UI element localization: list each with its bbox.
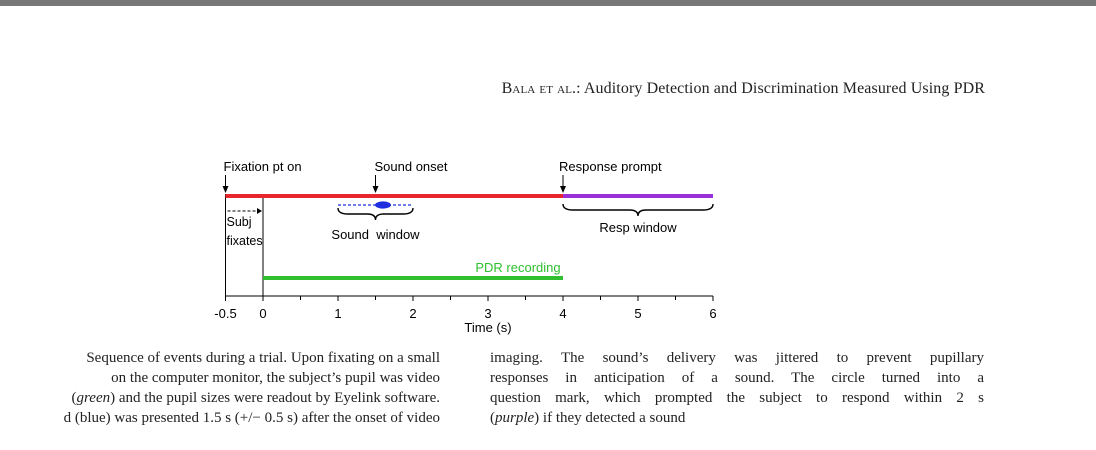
header-authors: Bala et al. [501, 80, 577, 97]
header-title: : Auditory Detection and Discrimination … [576, 80, 985, 97]
top-border-bar [0, 0, 1096, 6]
caption-right-line: question mark, which prompted the subjec… [490, 390, 984, 406]
event-arrowhead [372, 186, 379, 193]
sound-window-label: Sound window [331, 227, 420, 242]
x-tick-label: 6 [709, 306, 716, 321]
x-tick-label: 1 [334, 306, 341, 321]
x-tick-label: -0.5 [214, 306, 236, 321]
resp-window-label: Resp window [599, 220, 677, 235]
response-prompt-label: Response prompt [559, 159, 662, 174]
sound-window-brace [337, 207, 414, 221]
caption-left-column: Sequence of events during a trial. Upon … [0, 348, 440, 428]
caption-right-line: responses in anticipation of a sound. Th… [490, 370, 984, 386]
resp-window-brace [562, 203, 714, 217]
subj-label: Subj [227, 215, 252, 229]
event-arrowhead [560, 186, 566, 193]
caption-left-line: (green) and the pupil sizes were readout… [71, 390, 441, 406]
fixation-pt-on-label: Fixation pt on [224, 159, 302, 174]
x-axis-label: Time (s) [464, 320, 511, 335]
fixates-label: fixates [227, 234, 263, 248]
x-tick-label: 0 [259, 306, 266, 321]
x-tick-label: 2 [409, 306, 416, 321]
caption-right-column: imaging. The sound’s delivery was jitter… [490, 348, 984, 428]
x-axis-ticks: -0.5 0 1 2 3 4 5 6 [214, 296, 717, 321]
caption-left-line: Sequence of events during a trial. Upon … [86, 350, 440, 366]
sound-stimulus-marker [375, 201, 391, 209]
running-header: Bala et al.: Auditory Detection and Disc… [502, 80, 985, 98]
x-tick-label: 3 [484, 306, 491, 321]
x-tick-label: 5 [634, 306, 641, 321]
sound-onset-label: Sound onset [375, 159, 448, 174]
trial-timeline-figure: -0.5 0 1 2 3 4 5 6 Time (s) Fixation pt on Soun… [214, 159, 717, 335]
x-tick-label: 4 [559, 306, 566, 321]
pdr-recording-label: PDR recording [475, 260, 560, 275]
caption-right-line: (purple) if they detected a sound [490, 410, 686, 426]
subj-fixates-arrowhead [257, 208, 262, 214]
caption-left-line: d (blue) was presented 1.5 s (+/− 0.5 s)… [63, 410, 440, 426]
caption-left-line: on the computer monitor, the subject’s p… [111, 370, 440, 386]
event-arrows [222, 175, 566, 193]
event-arrowhead [222, 186, 229, 193]
caption-right-line: imaging. The sound’s delivery was jitter… [490, 350, 984, 366]
